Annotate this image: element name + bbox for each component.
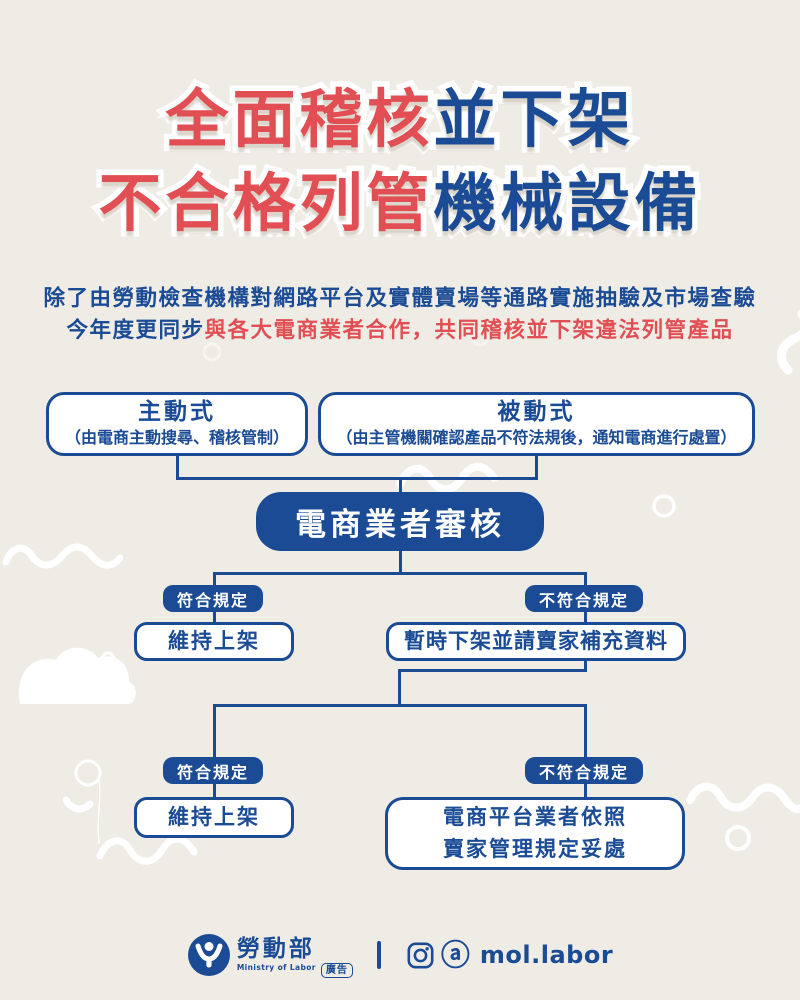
footer: 勞動部 Ministry of Labor 廣告 ⓐ mol.labor [0,926,800,984]
title-red-text: 不合格列管 [93,167,435,241]
title-blue-text: 機械設備 [428,167,703,241]
active-mode-box: 主動式 （由電商主動搜尋、稽核管制） [46,392,308,456]
round2-pass-result-box: 維持上架 [134,797,294,838]
review-box: 電商業者審核 [256,492,544,551]
round1-pass-label: 符合規定 [163,585,263,612]
circle-decoration [202,342,222,362]
intro-line2: 今年度更同步與各大電商業者合作，共同稽核並下架違法列管產品 [0,313,800,344]
ministry-name-zh: 勞動部 [236,936,315,962]
active-mode-desc: （由電商主動搜尋、稽核管制） [64,427,289,447]
wave-decoration [2,543,124,569]
round2-fail-result-line1: 電商平台業者依照 [443,805,627,829]
connector-line [212,704,587,707]
passive-mode-box: 被動式 （由主管機關確認產品不符法規後，通知電商進行處置） [318,392,755,456]
connector-line [175,456,179,479]
intro-blue-text: 今年度更同步 [66,318,205,343]
circle-decoration [725,825,751,851]
round2-fail-result-line2: 賣家管理規定妥處 [443,836,627,861]
connector-line [175,477,538,480]
connector-line [583,611,587,624]
title-blue-text: 並下架 [428,83,636,157]
connector-line [397,671,401,707]
mol-logo-icon [187,934,230,976]
connector-line [535,456,538,479]
line-decoration [97,779,101,844]
connector-line [212,572,587,575]
round1-fail-result-box: 暫時下架並請賣家補充資料 [386,622,686,661]
intro-red-text: 與各大電商業者合作，共同稽核並下架違法列管產品 [204,318,734,343]
page-title-line2: 不合格列管機械設備 [0,167,800,241]
circle-decoration [652,494,676,518]
ad-badge: 廣告 [320,963,353,978]
dash-decoration [62,796,94,813]
social-handle: mol.labor [479,941,614,969]
passive-mode-desc: （由主管機關確認產品不符法規後，通知電商進行處置） [336,427,737,447]
round2-fail-result-box: 電商平台業者依照 賣家管理規定妥處 [385,797,685,870]
circle-decoration [74,759,102,787]
circle-decoration [100,651,116,667]
threads-icon: ⓐ [440,937,470,972]
connector-line [212,706,216,758]
ministry-name: 勞動部 Ministry of Labor [236,936,316,973]
wave-decoration [96,835,198,865]
intro-blue-text: 除了由勞動檢查機構對網路平台及實體賣場等通路實施抽驗及市場查驗 [43,286,757,311]
passive-mode-title: 被動式 [497,399,576,426]
footer-divider [376,941,381,969]
connector-line [397,669,587,672]
connector-line [212,574,216,587]
round2-pass-label: 符合規定 [163,757,263,784]
connector-line [583,574,587,587]
round2-fail-label: 不符合規定 [525,757,643,784]
cloud-decoration [18,647,136,704]
intro-line1: 除了由勞動檢查機構對網路平台及實體賣場等通路實施抽驗及市場查驗 [0,281,800,312]
active-mode-title: 主動式 [138,399,216,426]
round1-pass-result-box: 維持上架 [134,622,294,661]
ministry-name-en: Ministry of Labor [236,963,316,972]
wave-decoration [686,782,800,813]
connector-line [212,611,216,624]
connector-line [212,783,216,799]
instagram-icon [407,942,434,968]
connector-line [583,706,587,758]
page-title-line1: 全面稽核並下架 [0,83,800,157]
connector-line [398,550,402,575]
round1-fail-label: 不符合規定 [525,585,643,612]
title-red-text: 全面稽核 [160,83,435,157]
connector-line [583,783,587,799]
connector-line [583,659,587,672]
